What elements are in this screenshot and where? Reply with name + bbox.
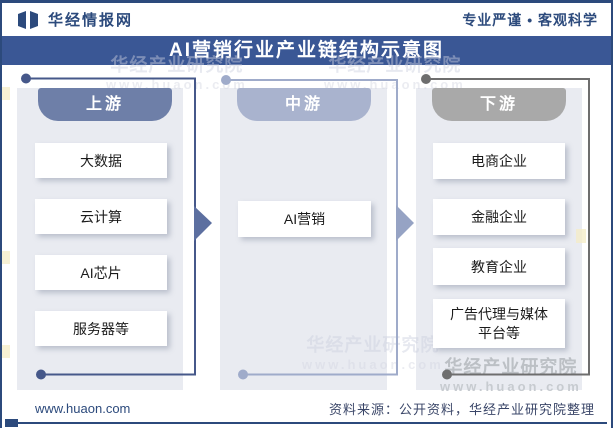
footer-divider-block [5, 419, 18, 427]
downstream-item-education: 教育企业 [433, 248, 565, 285]
page-title: AI营销行业产业链结构示意图 [2, 36, 611, 65]
downstream-frame-dot-top [421, 74, 431, 84]
upstream-header: 上游 [38, 88, 172, 121]
footer: www.huaon.com 资料来源：公开资料，华经产业研究院整理 [2, 395, 611, 422]
upstream-to-midstream-arrow-icon [194, 206, 212, 241]
watermark-speck [2, 345, 10, 358]
upstream-item-big-data: 大数据 [35, 143, 167, 178]
upstream-item-servers: 服务器等 [35, 311, 167, 346]
watermark-speck [2, 251, 10, 264]
brand: 华经情报网 [15, 9, 133, 30]
downstream-frame-dot-bottom [442, 369, 452, 380]
midstream-frame-dot-top [221, 75, 231, 85]
midstream-frame-dot-bottom [238, 369, 248, 380]
midstream-panel [220, 88, 387, 390]
upstream-frame-dot-bottom [36, 369, 46, 380]
upstream-frame-dot-top [21, 73, 31, 84]
brand-slogan: 专业严谨 • 客观科学 [462, 11, 598, 28]
midstream-header: 中游 [237, 88, 371, 121]
upstream-item-cloud-computing: 云计算 [35, 199, 167, 234]
footer-divider [5, 419, 607, 427]
brand-bar: 华经情报网 专业严谨 • 客观科学 [2, 3, 611, 36]
footer-data-source: 资料来源：公开资料，华经产业研究院整理 [328, 402, 595, 417]
footer-site-url: www.huaon.com [35, 401, 131, 416]
downstream-frame [421, 74, 590, 380]
brand-name: 华经情报网 [48, 12, 134, 29]
downstream-item-ad-agency-media: 广告代理与媒体平台等 [433, 299, 565, 348]
open-book-logo-icon [18, 10, 38, 29]
downstream-item-label: 广告代理与媒体平台等 [450, 305, 548, 341]
watermark-speck [576, 229, 586, 243]
midstream-to-downstream-arrow-icon [396, 205, 414, 241]
downstream-header: 下游 [432, 88, 566, 121]
watermark-speck [2, 87, 10, 100]
upstream-item-ai-chip: AI芯片 [35, 255, 167, 290]
downstream-item-ecommerce: 电商企业 [433, 143, 565, 179]
frames-and-arrows [21, 73, 590, 380]
downstream-frame-line [426, 78, 590, 376]
downstream-item-finance: 金融企业 [433, 199, 565, 235]
midstream-item-ai-marketing: AI营销 [238, 201, 371, 237]
